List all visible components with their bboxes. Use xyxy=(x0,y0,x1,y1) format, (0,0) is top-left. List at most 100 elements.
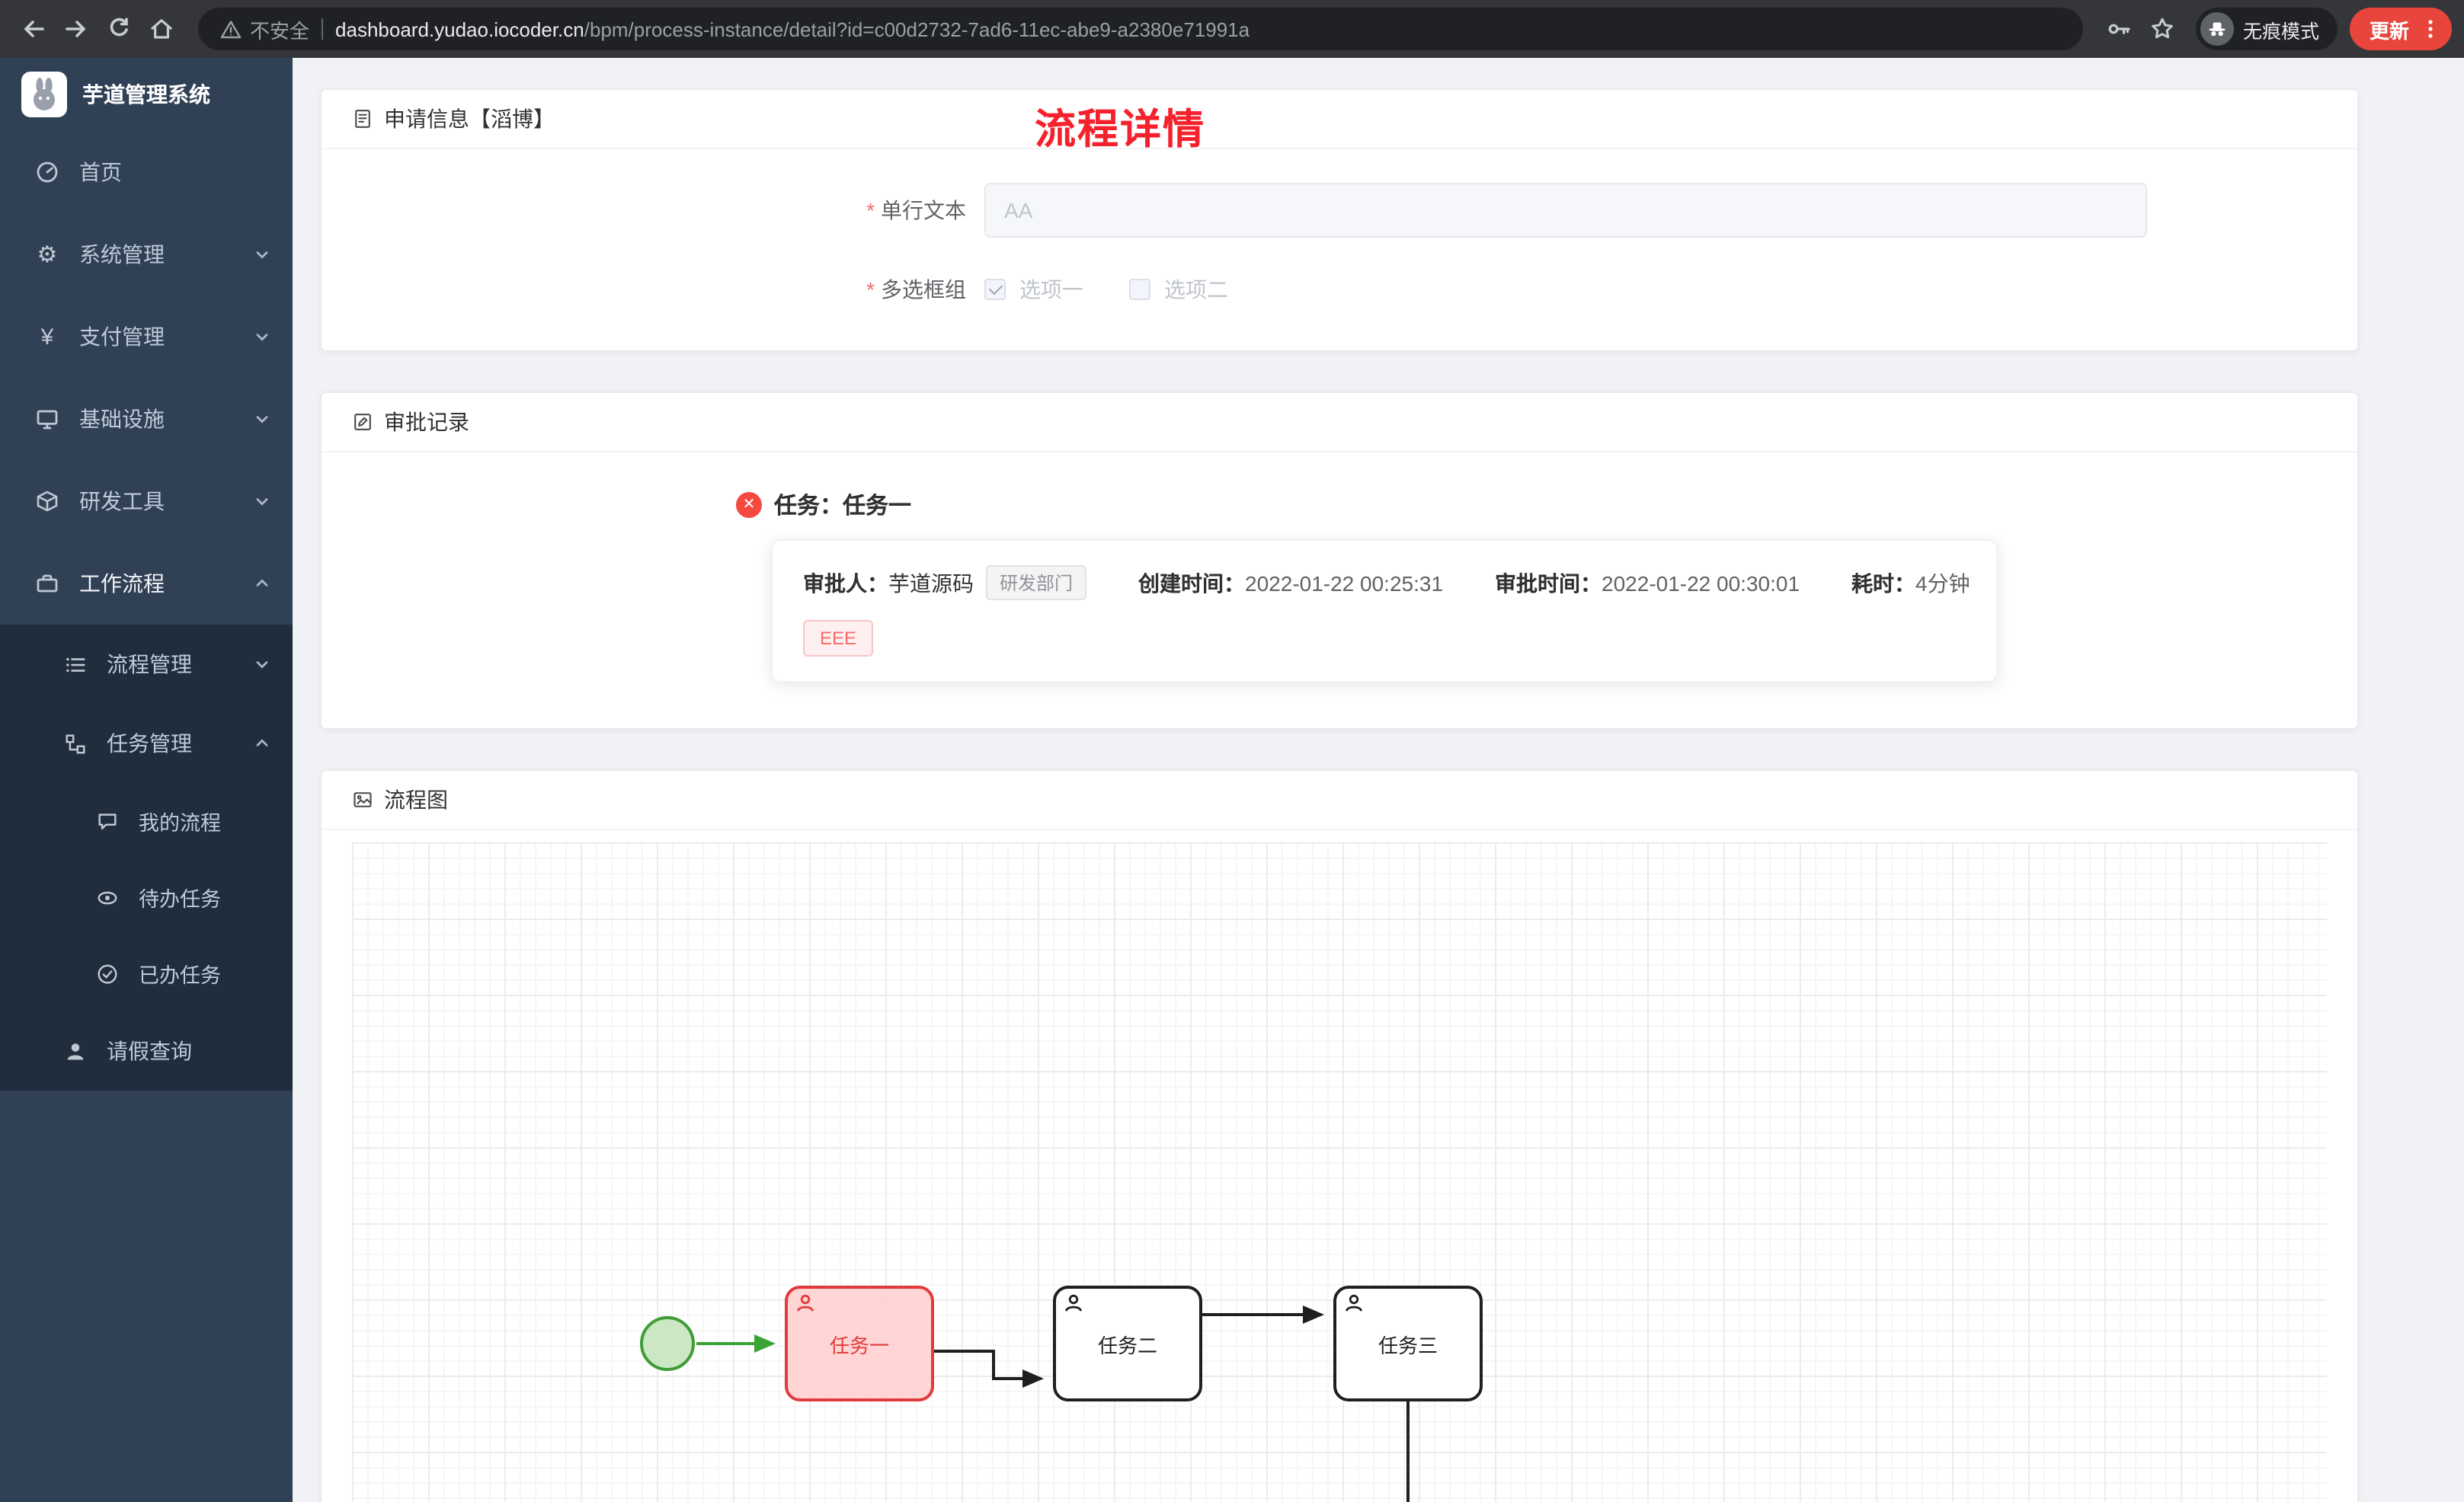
sidebar-item-workflow[interactable]: 工作流程 xyxy=(0,542,293,625)
sidebar-item-devtools[interactable]: 研发工具 xyxy=(0,460,293,542)
url-path: /bpm/process-instance/detail?id=c00d2732… xyxy=(584,18,1250,40)
checkbox-group: 选项一 选项二 xyxy=(984,274,1228,305)
picture-icon xyxy=(352,789,373,810)
dashboard-icon xyxy=(34,160,61,184)
star-icon xyxy=(2152,18,2173,39)
bpmn-task-3[interactable]: 任务三 xyxy=(1333,1286,1483,1401)
update-button[interactable]: 更新 xyxy=(2349,8,2452,50)
key-icon xyxy=(2108,24,2130,34)
chevron-down-icon xyxy=(253,492,271,510)
address-bar[interactable]: 不安全 dashboard.yudao.iocoder.cn/bpm/proce… xyxy=(198,8,2083,50)
app-title: 芋道管理系统 xyxy=(82,82,210,107)
sidebar-item-payment[interactable]: ¥ 支付管理 xyxy=(0,296,293,378)
sidebar-item-process-management[interactable]: 流程管理 xyxy=(0,625,293,704)
sidebar-item-done-tasks[interactable]: 已办任务 xyxy=(0,935,293,1011)
checkbox-unchecked-icon xyxy=(1129,279,1150,300)
browser-menu-dots-icon[interactable] xyxy=(2420,18,2441,40)
approved-time-value: 2022-01-22 00:30:01 xyxy=(1602,570,1800,595)
cube-icon xyxy=(34,489,61,513)
text-field-label: *单行文本 xyxy=(866,198,966,222)
home-icon xyxy=(151,19,172,39)
process-diagram-card: 流程图 xyxy=(320,769,2359,1502)
bpmn-task-1[interactable]: 任务一 xyxy=(785,1286,934,1401)
main-content: 流程详情 申请信息【滔博】 *单行文本 *多选框组 xyxy=(293,58,2464,1502)
workflow-submenu: 流程管理 任务管理 我的流程 xyxy=(0,625,293,1091)
back-button[interactable] xyxy=(12,8,55,50)
forward-button[interactable] xyxy=(55,8,98,50)
approval-record-row: 审批人： 芋道源码 研发部门 创建时间： 2022-01-22 00:25:31… xyxy=(803,565,1970,600)
user-task-icon xyxy=(1064,1293,1083,1313)
record-icon xyxy=(352,411,373,433)
bpmn-task-label: 任务三 xyxy=(1378,1334,1438,1357)
bpmn-task-label: 任务二 xyxy=(1097,1334,1157,1357)
sidebar-item-system[interactable]: ⚙ 系统管理 xyxy=(0,213,293,296)
back-arrow-icon xyxy=(24,21,44,37)
process-diagram-title: 流程图 xyxy=(384,788,448,812)
page-title: 流程详情 xyxy=(1035,107,1205,153)
bpmn-task-2[interactable]: 任务二 xyxy=(1053,1286,1202,1401)
app-logo[interactable]: 芋道管理系统 xyxy=(0,58,293,131)
yen-icon: ¥ xyxy=(40,324,54,350)
comment-tag: EEE xyxy=(803,620,874,657)
created-time-field: 创建时间： 2022-01-22 00:25:31 xyxy=(1138,570,1444,595)
required-asterisk: * xyxy=(866,277,875,302)
user-task-icon xyxy=(795,1293,815,1313)
sidebar-item-task-management[interactable]: 任务管理 xyxy=(0,704,293,783)
sidebar-item-my-processes[interactable]: 我的流程 xyxy=(0,783,293,859)
approver-field: 审批人： 芋道源码 研发部门 xyxy=(803,565,1087,600)
not-secure-warning-icon xyxy=(219,18,242,40)
checkbox-option-2[interactable]: 选项二 xyxy=(1129,274,1228,305)
sidebar-item-todo-tasks[interactable]: 待办任务 xyxy=(0,859,293,935)
apply-form: *单行文本 *多选框组 选项一 选项二 xyxy=(322,149,2357,350)
task-rejected-icon: ✕ xyxy=(736,492,762,518)
approval-timeline: ✕ 任务：任务一 审批人： 芋道源码 研发部门 创建时间： xyxy=(322,452,2357,728)
incognito-badge[interactable]: 无痕模式 xyxy=(2195,8,2338,50)
form-row-checkbox: *多选框组 选项一 选项二 xyxy=(352,274,2327,305)
chevron-down-icon xyxy=(253,328,271,346)
password-key-button[interactable] xyxy=(2098,8,2141,50)
sidebar-item-infrastructure[interactable]: 基础设施 xyxy=(0,378,293,460)
document-icon xyxy=(352,108,373,129)
eye-icon xyxy=(93,886,120,909)
checkbox-checked-icon xyxy=(984,279,1006,300)
bpmn-connectors xyxy=(696,1305,1410,1502)
checkbox-field-label: *多选框组 xyxy=(866,277,966,302)
browser-toolbar: 不安全 dashboard.yudao.iocoder.cn/bpm/proce… xyxy=(0,0,2464,58)
chevron-up-icon xyxy=(253,734,271,753)
approver-name: 芋道源码 xyxy=(888,570,974,595)
forward-arrow-icon xyxy=(66,21,85,37)
sidebar-item-leave-query[interactable]: 请假查询 xyxy=(0,1011,293,1091)
reload-button[interactable] xyxy=(98,8,140,50)
home-button[interactable] xyxy=(140,8,183,50)
flow-tree-icon xyxy=(61,732,88,755)
chevron-up-icon xyxy=(253,574,271,593)
apply-info-card: 申请信息【滔博】 *单行文本 *多选框组 选项一 选项二 xyxy=(320,88,2359,352)
incognito-label: 无痕模式 xyxy=(2242,21,2319,42)
chat-bubble-icon xyxy=(93,810,120,832)
sidebar-menu: 首页 ⚙ 系统管理 ¥ 支付管理 基础设施 xyxy=(0,131,293,1091)
bpmn-canvas[interactable]: 任务一 任务二 任务三 xyxy=(352,842,2327,1502)
update-label: 更新 xyxy=(2369,19,2409,42)
chevron-down-icon xyxy=(253,655,271,673)
chevron-down-icon xyxy=(253,245,271,264)
bpmn-start-event[interactable] xyxy=(640,1316,695,1371)
duration-field: 耗时： 4分钟 xyxy=(1851,567,1970,598)
approval-records-card: 审批记录 ✕ 任务：任务一 审批人： 芋道源码 研发部门 xyxy=(320,391,2359,730)
monitor-icon xyxy=(34,407,61,431)
url-text: dashboard.yudao.iocoder.cn/bpm/process-i… xyxy=(335,18,1250,40)
briefcase-icon xyxy=(34,571,61,596)
duration-value: 4分钟 xyxy=(1915,570,1970,595)
task-header: ✕ 任务：任务一 xyxy=(736,489,2327,521)
task-title: 任务：任务一 xyxy=(774,494,912,519)
sidebar: 芋道管理系统 首页 ⚙ 系统管理 ¥ 支付管理 xyxy=(0,58,293,1502)
form-row-text: *单行文本 xyxy=(352,183,2327,238)
diagram-body: 任务一 任务二 任务三 xyxy=(322,830,2357,1502)
bpmn-task-label: 任务一 xyxy=(829,1334,889,1357)
single-line-text-input[interactable] xyxy=(984,183,2147,238)
sidebar-item-home[interactable]: 首页 xyxy=(0,131,293,213)
approved-time-field: 审批时间： 2022-01-22 00:30:01 xyxy=(1495,570,1800,595)
checkbox-option-1[interactable]: 选项一 xyxy=(984,274,1083,305)
bookmark-star-button[interactable] xyxy=(2141,8,2184,50)
approval-record-card: 审批人： 芋道源码 研发部门 创建时间： 2022-01-22 00:25:31… xyxy=(771,539,1998,682)
